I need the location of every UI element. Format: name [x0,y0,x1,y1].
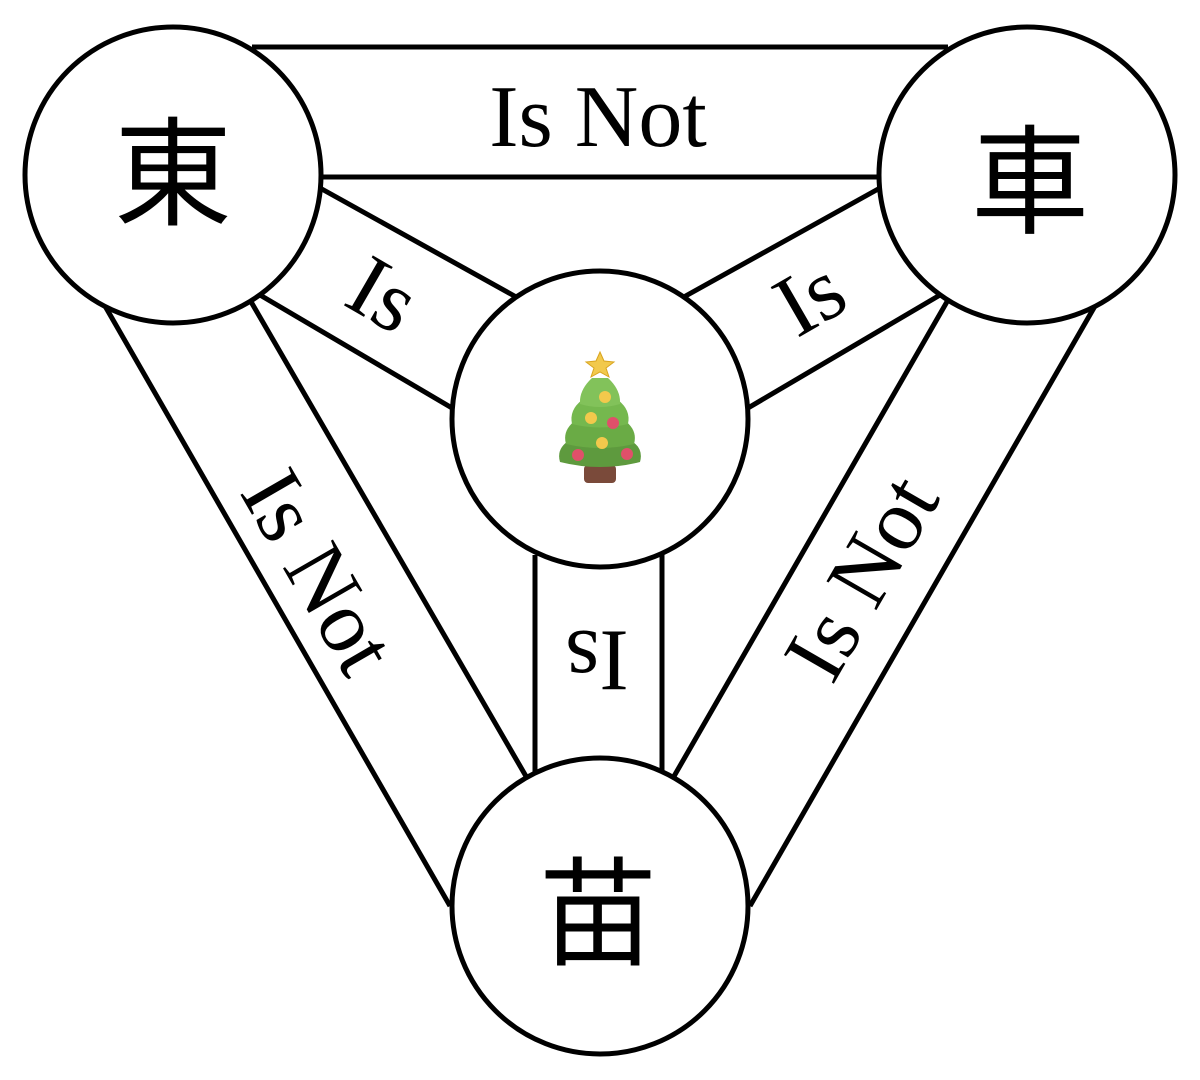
edge-label-top: Is Not [489,69,707,166]
node-top-right: 車 [876,24,1178,326]
spoke-bottom [532,555,665,772]
band-left [102,298,530,908]
node-bottom: 苗 [449,755,751,1057]
node-top-left-label: 東 [114,106,232,244]
node-center [449,268,751,570]
band-top [252,44,948,180]
christmas-tree-icon [559,350,641,483]
edge-label-left: Is Not [222,454,415,691]
node-top-right-label: 車 [971,114,1089,252]
edge-label-spoke-bottom: Is [565,612,629,709]
edge-label-spoke-top-left: Is [331,237,435,353]
edge-label-right: Is Not [766,460,959,697]
node-top-left: 東 [22,24,324,326]
spoke-top-right [680,185,942,411]
band-right [670,298,1098,908]
node-bottom-label: 苗 [539,846,657,984]
spoke-top-left [258,185,520,411]
edge-label-spoke-top-right: Is [758,240,862,356]
